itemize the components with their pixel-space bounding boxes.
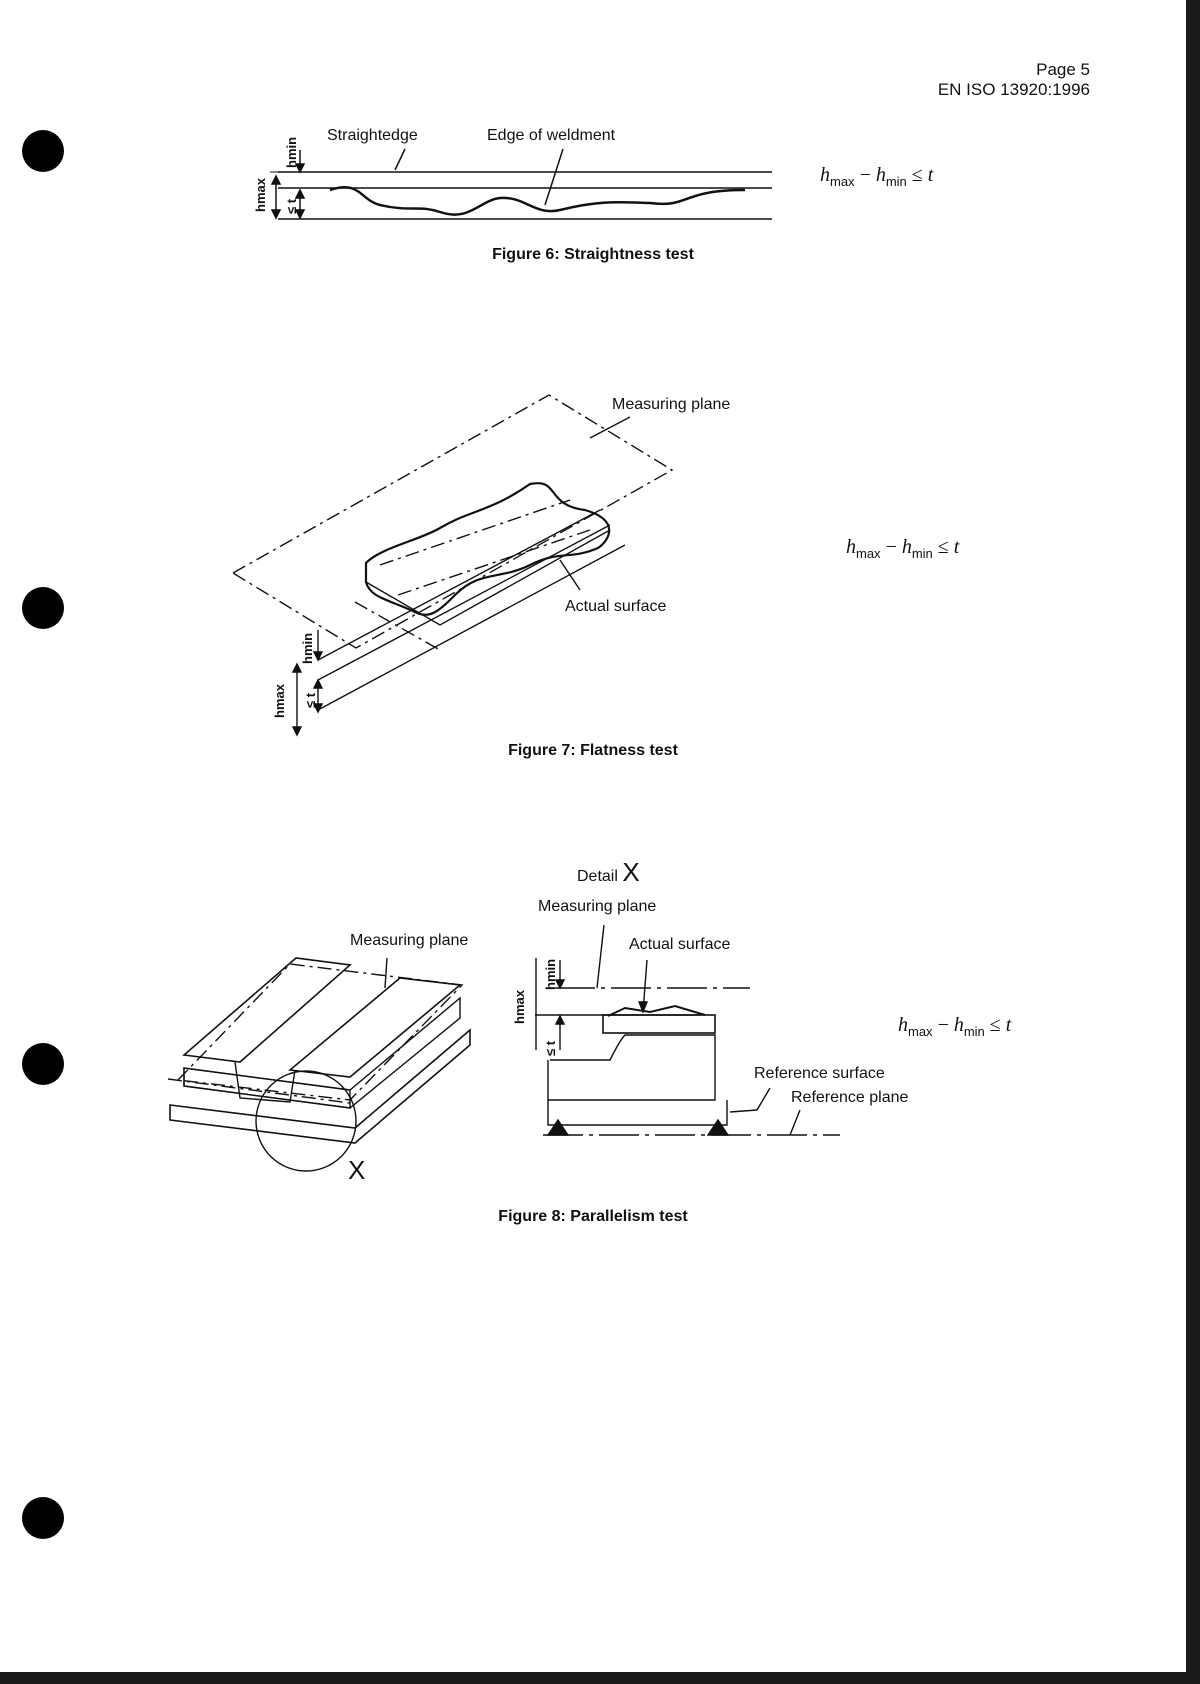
figure-6-caption: Figure 6: Straightness test bbox=[492, 246, 694, 263]
reference-plane-label: Reference plane bbox=[791, 1089, 909, 1106]
page-edge-right bbox=[1186, 0, 1200, 1684]
punch-hole bbox=[22, 587, 64, 629]
figure-7-caption: Figure 7: Flatness test bbox=[508, 742, 678, 759]
detail-word: Detail bbox=[577, 868, 618, 885]
measuring-plane-detail-label: Measuring plane bbox=[538, 898, 657, 915]
t-dim-label: ≤ t bbox=[543, 1040, 558, 1056]
detail-marker-x: X bbox=[348, 1155, 366, 1185]
page-number: Page 5 bbox=[1036, 60, 1090, 79]
parallelism-formula: hmax − hmin ≤ t bbox=[898, 1014, 1012, 1039]
figure-7-drawing bbox=[231, 394, 674, 737]
hmin-dim-label: hmin bbox=[543, 958, 558, 990]
page-header: Page 5 EN ISO 13920:1996 bbox=[938, 60, 1090, 100]
detail-letter: X bbox=[622, 857, 640, 887]
punch-hole bbox=[22, 130, 64, 172]
measuring-plane-left-label: Measuring plane bbox=[350, 932, 469, 949]
actual-surface-label: Actual surface bbox=[565, 598, 667, 615]
figure-8-drawing bbox=[167, 924, 840, 1172]
flatness-formula: hmax − hmin ≤ t bbox=[846, 536, 960, 561]
hmax-dim-label: hmax bbox=[512, 990, 527, 1024]
measuring-plane-label: Measuring plane bbox=[612, 396, 731, 413]
straightness-formula: hmax − hmin ≤ t bbox=[820, 164, 934, 189]
figure-8-caption: Figure 8: Parallelism test bbox=[498, 1208, 688, 1225]
page-edge-bottom bbox=[0, 1672, 1200, 1684]
punch-hole bbox=[22, 1043, 64, 1085]
straightedge-label: Straightedge bbox=[327, 127, 418, 144]
standard-number: EN ISO 13920:1996 bbox=[937, 80, 1090, 99]
figure-6-drawing bbox=[270, 148, 772, 220]
actual-surface-label: Actual surface bbox=[629, 936, 731, 953]
punch-hole bbox=[22, 1497, 64, 1539]
reference-surface-label: Reference surface bbox=[754, 1065, 885, 1082]
detail-label: Detail X bbox=[577, 857, 640, 888]
edge-of-weldment-label: Edge of weldment bbox=[487, 127, 616, 144]
